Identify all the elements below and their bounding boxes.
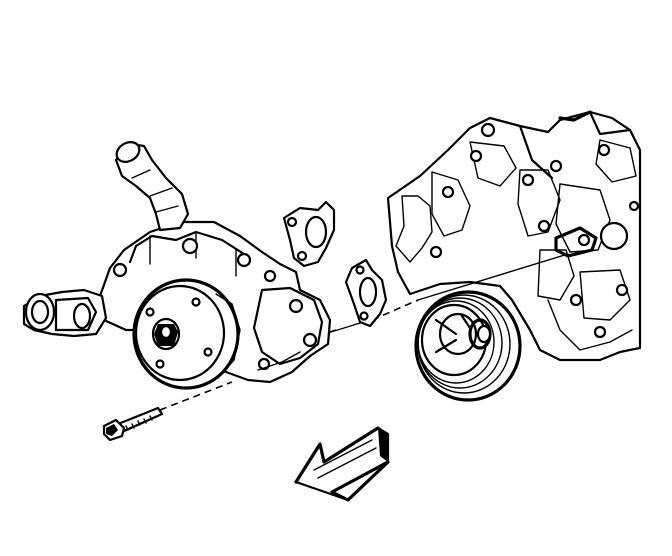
water-pump-assembly [22,141,332,390]
water-pump-gasket-upper [282,200,336,268]
water-pump-gasket-lower [344,258,388,328]
front-of-vehicle-arrow [294,426,390,502]
crankshaft-balancer [414,290,522,402]
engine-front-cover [386,110,642,362]
water-pump-bolt [102,406,164,442]
